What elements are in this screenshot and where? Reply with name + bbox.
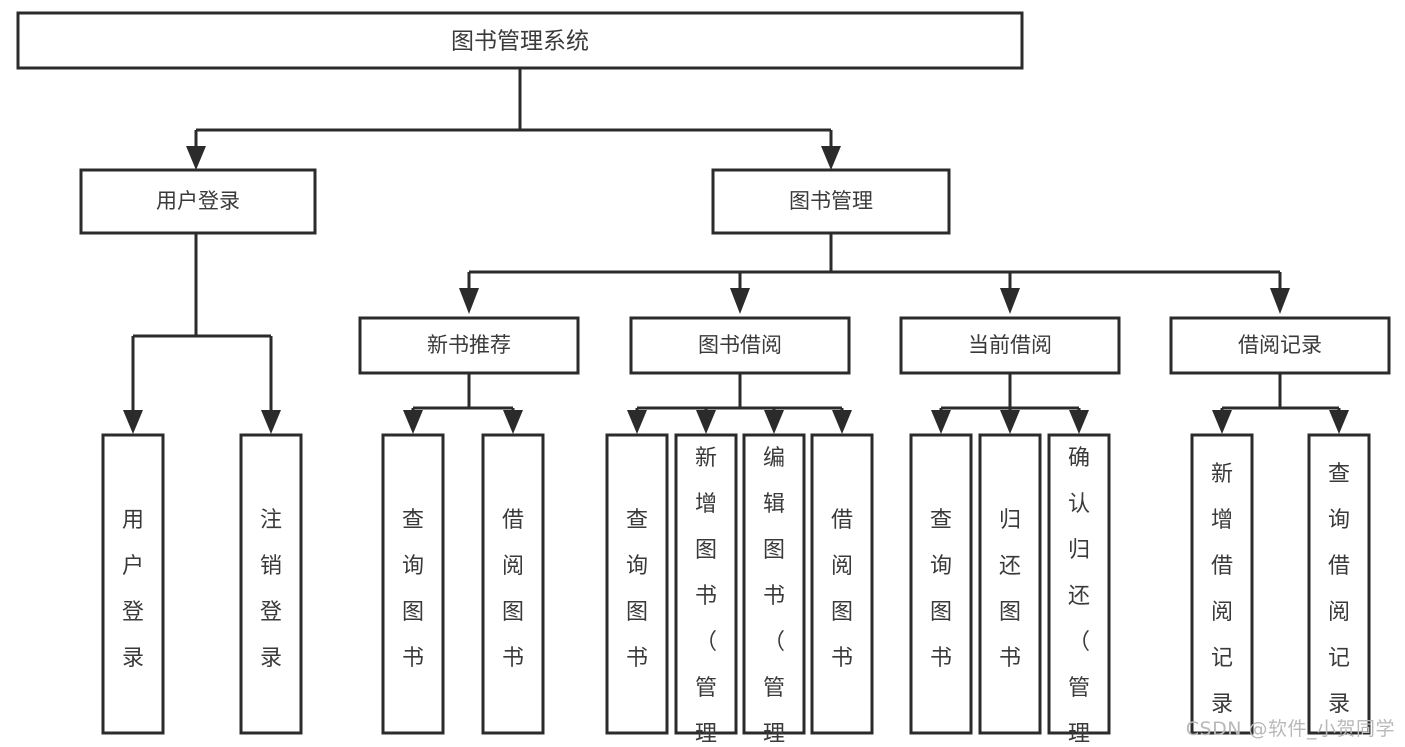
arrow-head-current-borrow (1000, 288, 1020, 314)
leaf-cb-return-book-box[interactable] (978, 433, 1042, 735)
leaf-cb-confirm-return-label: 确认归还（管理员） (1068, 446, 1090, 747)
node-borrow-record-label: 借阅记录 (1238, 333, 1322, 357)
arrow-head-bb-query-book (627, 410, 647, 434)
leaf-bb-query-book-label: 查询图书 (626, 508, 648, 671)
connector-group-root (186, 68, 841, 170)
node-current-borrow[interactable]: 当前借阅 (899, 316, 1121, 375)
arrow-head-bb-add-book (696, 410, 716, 434)
node-new-book-recommend-box[interactable] (358, 316, 580, 375)
arrow-head-bb-borrow-book (832, 410, 852, 434)
leaf-user-login-box[interactable] (101, 433, 165, 735)
leaf-bb-edit-book[interactable] (742, 433, 806, 735)
leaf-br-query-record-box[interactable] (1307, 433, 1371, 735)
leaf-nb-borrow-book-label: 借阅图书 (502, 508, 524, 671)
leaf-br-add-record[interactable] (1190, 433, 1254, 735)
node-book-borrow-box[interactable] (629, 316, 851, 375)
leaf-nb-query-book[interactable] (381, 433, 445, 735)
node-borrow-record-box[interactable] (1169, 316, 1391, 375)
arrow-head-nb-query-book (403, 410, 423, 434)
node-book-manage-label: 图书管理 (789, 189, 873, 213)
connector-group-new-book-recommend (403, 373, 523, 434)
node-book-borrow[interactable]: 图书借阅 (629, 316, 851, 375)
node-new-book-recommend[interactable]: 新书推荐 (358, 316, 580, 375)
arrow-head-bb-edit-book (764, 410, 784, 434)
node-user-login[interactable]: 用户登录 (79, 168, 317, 235)
leaf-bb-borrow-book-box[interactable] (810, 433, 874, 735)
leaf-bb-add-book[interactable] (674, 433, 738, 735)
leaf-cb-query-book[interactable] (909, 433, 973, 735)
leaf-bb-add-book-box[interactable] (674, 433, 738, 735)
arrow-head-new-book-recommend (459, 288, 479, 314)
node-new-book-recommend-label: 新书推荐 (427, 333, 511, 357)
node-root-box[interactable] (16, 11, 1024, 70)
arrow-head-book-borrow (730, 288, 750, 314)
leaf-bb-query-book[interactable] (605, 433, 669, 735)
arrow-head-leaf-logout (261, 410, 281, 434)
arrow-head-book-manage (821, 146, 841, 170)
connector-group-borrow-record (1212, 373, 1349, 434)
leaf-cb-query-book-box[interactable] (909, 433, 973, 735)
arrow-head-borrow-record (1270, 288, 1290, 314)
leaf-nb-borrow-book-box[interactable] (481, 433, 545, 735)
node-current-borrow-label: 当前借阅 (968, 333, 1052, 357)
node-borrow-record[interactable]: 借阅记录 (1169, 316, 1391, 375)
leaf-logout-login[interactable] (239, 433, 303, 735)
leaf-br-add-record-box[interactable] (1190, 433, 1254, 735)
leaf-label-group: 用户登录 注销登录 查询图书 借阅图书 查询图书 新增图书（管理员） 编辑图书（管理员） 借阅… (122, 446, 1350, 747)
leaf-nb-query-book-label: 查询图书 (402, 508, 424, 671)
leaf-nb-query-book-box[interactable] (381, 433, 445, 735)
leaf-cb-return-book[interactable] (978, 433, 1042, 735)
node-book-manage-box[interactable] (711, 168, 951, 235)
connector-group-book-borrow (627, 373, 852, 434)
node-book-borrow-label: 图书借阅 (698, 333, 782, 357)
leaf-br-query-record[interactable] (1307, 433, 1371, 735)
leaf-br-query-record-label: 查询借阅记录 (1328, 462, 1350, 717)
leaf-logout-login-box[interactable] (239, 433, 303, 735)
arrow-head-br-add-record (1212, 410, 1232, 434)
arrow-head-nb-borrow-book (503, 410, 523, 434)
arrow-head-leaf-user-login (123, 410, 143, 434)
leaf-nb-borrow-book[interactable] (481, 433, 545, 735)
arrow-head-cb-query-book (931, 410, 951, 434)
connector-group-book-manage (459, 233, 1290, 314)
arrow-head-br-query-record (1329, 410, 1349, 434)
arrow-head-user-login (186, 146, 206, 170)
node-root[interactable]: 图书管理系统 (16, 11, 1024, 70)
arrow-head-cb-return-book (1000, 410, 1020, 434)
arrow-head-cb-confirm-return (1069, 410, 1089, 434)
connector-group-current-borrow (931, 373, 1089, 434)
leaf-bb-edit-book-label: 编辑图书（管理员） (763, 446, 785, 747)
leaf-bb-edit-book-box[interactable] (742, 433, 806, 735)
leaf-bb-add-book-label: 新增图书（管理员） (695, 446, 717, 747)
node-user-login-box[interactable] (79, 168, 317, 235)
node-user-login-label: 用户登录 (156, 189, 240, 213)
leaf-cb-return-book-label: 归还图书 (999, 508, 1021, 671)
leaf-cb-query-book-label: 查询图书 (930, 508, 952, 671)
leaf-br-add-record-label: 新增借阅记录 (1211, 462, 1233, 717)
leaf-logout-login-label: 注销登录 (260, 508, 282, 671)
leaf-cb-confirm-return-box[interactable] (1047, 433, 1111, 735)
leaf-cb-confirm-return[interactable] (1047, 433, 1111, 735)
node-current-borrow-box[interactable] (899, 316, 1121, 375)
connector-group-user-login (123, 233, 281, 434)
leaf-bb-query-book-box[interactable] (605, 433, 669, 735)
leaf-bb-borrow-book-label: 借阅图书 (831, 508, 853, 671)
node-root-label: 图书管理系统 (451, 29, 589, 55)
leaf-user-login-label: 用户登录 (122, 508, 144, 671)
watermark-csdn: CSDN @软件_小贺同学 (1185, 718, 1395, 740)
leaf-bb-borrow-book[interactable] (810, 433, 874, 735)
node-book-manage[interactable]: 图书管理 (711, 168, 951, 235)
leaf-user-login[interactable] (101, 433, 165, 735)
